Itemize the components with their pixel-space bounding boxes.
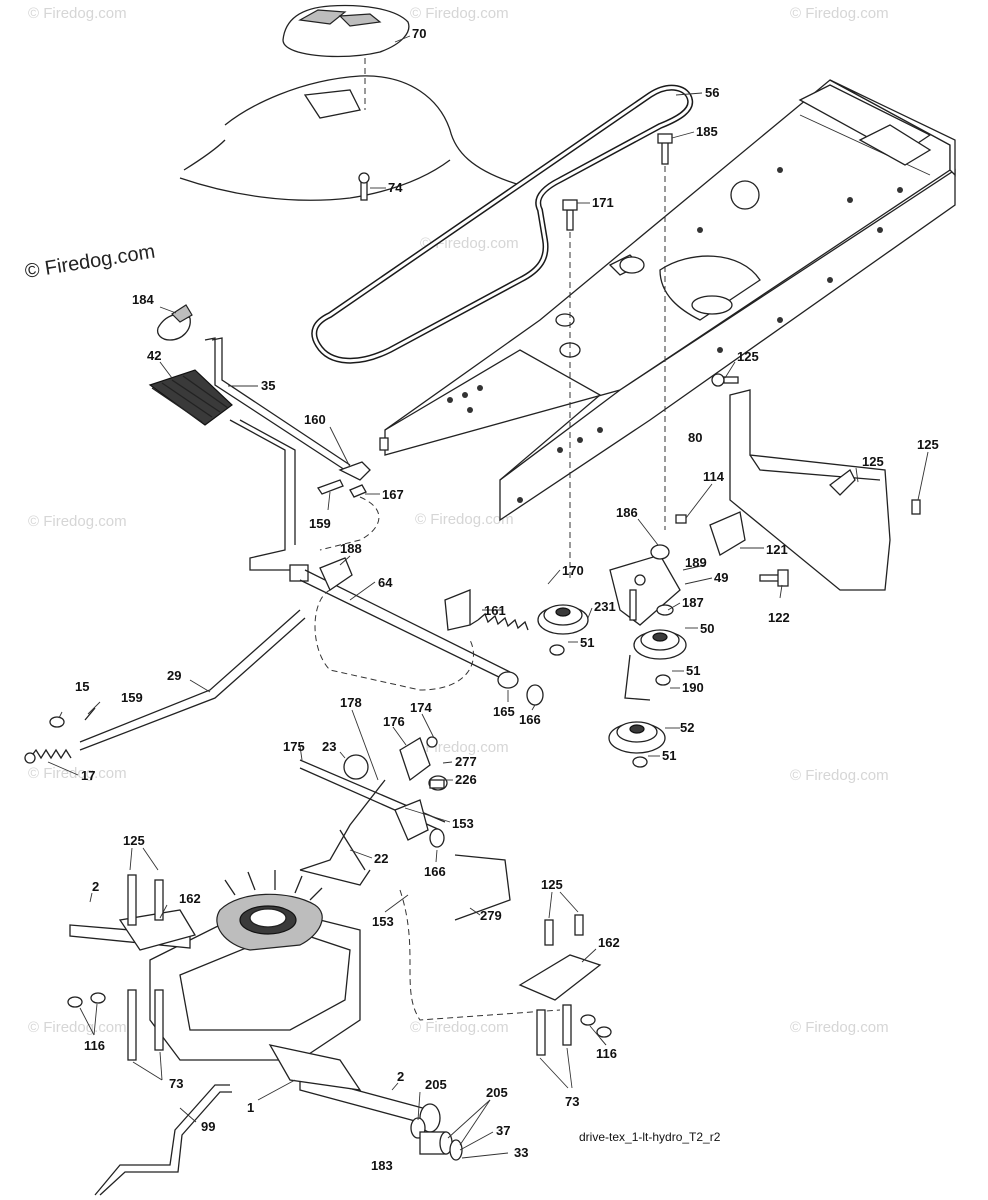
drawing-code: drive-tex_1-lt-hydro_T2_r2 xyxy=(579,1130,721,1144)
callout-51: 51 xyxy=(686,663,700,678)
callout-174: 174 xyxy=(410,700,432,715)
watermark-tile: © Firedog.com xyxy=(790,5,889,22)
callout-125: 125 xyxy=(123,833,145,848)
watermark-main: © Firedog.com xyxy=(23,241,156,283)
callout-50: 50 xyxy=(700,621,714,636)
callout-184: 184 xyxy=(132,292,154,307)
callout-74: 74 xyxy=(388,180,403,195)
hydro-bracket-80 xyxy=(675,373,921,591)
callout-2: 2 xyxy=(397,1069,404,1084)
callout-162: 162 xyxy=(598,935,620,950)
callout-166: 166 xyxy=(519,712,541,727)
callout-17: 17 xyxy=(81,768,95,783)
callout-190: 190 xyxy=(682,680,704,695)
frame-chassis xyxy=(379,79,956,522)
callout-231: 231 xyxy=(594,599,616,614)
callout-51: 51 xyxy=(662,748,676,763)
callout-189: 189 xyxy=(685,555,707,570)
leader-lines xyxy=(47,35,929,1159)
callout-33: 33 xyxy=(514,1145,528,1160)
callout-178: 178 xyxy=(340,695,362,710)
bolts-top xyxy=(562,133,673,580)
callout-277: 277 xyxy=(455,754,477,769)
mount-bracket-right xyxy=(518,914,612,1056)
callout-22: 22 xyxy=(374,851,388,866)
callout-1: 1 xyxy=(247,1100,254,1115)
callout-42: 42 xyxy=(147,348,161,363)
callout-160: 160 xyxy=(304,412,326,427)
callout-37: 37 xyxy=(496,1123,510,1138)
callout-165: 165 xyxy=(493,704,515,719)
watermark-tile: © Firedog.com xyxy=(790,1019,889,1036)
spring-161 xyxy=(469,612,529,631)
idler-pulleys xyxy=(537,544,687,768)
callout-279: 279 xyxy=(480,908,502,923)
callout-125: 125 xyxy=(541,877,563,892)
shift-rod-assembly xyxy=(24,609,306,764)
fender-assembly xyxy=(179,4,521,201)
callout-15: 15 xyxy=(75,679,89,694)
rod-99 xyxy=(94,1084,232,1196)
callout-125: 125 xyxy=(737,349,759,364)
callout-175: 175 xyxy=(283,739,305,754)
callout-116: 116 xyxy=(84,1038,105,1053)
callout-29: 29 xyxy=(167,668,181,683)
callout-188: 188 xyxy=(340,541,362,556)
drive-belt xyxy=(311,84,694,364)
watermark-tile: © Firedog.com xyxy=(790,767,889,784)
callout-185: 185 xyxy=(696,124,718,139)
watermark-tile: © Firedog.com xyxy=(28,5,127,22)
callout-73: 73 xyxy=(565,1094,579,1109)
callout-99: 99 xyxy=(201,1119,215,1134)
callout-205: 205 xyxy=(486,1085,508,1100)
callout-125: 125 xyxy=(917,437,939,452)
callout-122: 122 xyxy=(768,610,790,625)
callout-116: 116 xyxy=(596,1046,617,1061)
callout-49: 49 xyxy=(714,570,728,585)
callout-2: 2 xyxy=(92,879,99,894)
control-assembly xyxy=(299,736,561,1021)
watermark-tile: © Firedog.com xyxy=(410,1019,509,1036)
mount-bracket-left xyxy=(67,874,196,1061)
callout-labels: 70 56 185 74 171 184 42 35 125 80 125 12… xyxy=(75,26,939,1173)
callout-205: 205 xyxy=(425,1077,447,1092)
callout-114: 114 xyxy=(703,469,725,484)
watermark-tile: © Firedog.com xyxy=(28,513,127,530)
callout-153: 153 xyxy=(452,816,474,831)
callout-186: 186 xyxy=(616,505,638,520)
watermark-tile: © Firedog.com xyxy=(28,1019,127,1036)
callout-70: 70 xyxy=(412,26,426,41)
callout-170: 170 xyxy=(562,563,584,578)
cross-shaft-assembly xyxy=(299,557,544,706)
watermark-tile: © Firedog.com xyxy=(410,5,509,22)
callout-176: 176 xyxy=(383,714,405,729)
callout-171: 171 xyxy=(592,195,614,210)
linkage-small-parts xyxy=(317,461,380,551)
callout-167: 167 xyxy=(382,487,404,502)
callout-51: 51 xyxy=(580,635,594,650)
callout-226: 226 xyxy=(455,772,477,787)
callout-64: 64 xyxy=(378,575,393,590)
callout-187: 187 xyxy=(682,595,704,610)
watermark-tile: © Firedog.com xyxy=(415,511,514,528)
brake-pedal-assembly xyxy=(148,304,351,582)
callout-80: 80 xyxy=(688,430,702,445)
callout-166: 166 xyxy=(424,864,446,879)
callout-159: 159 xyxy=(121,690,143,705)
watermark-tile: © Firedog.com xyxy=(28,765,127,782)
callout-121: 121 xyxy=(766,542,788,557)
transaxle xyxy=(69,870,441,1133)
callout-52: 52 xyxy=(680,720,694,735)
callout-125: 125 xyxy=(862,454,884,469)
callout-159: 159 xyxy=(309,516,331,531)
callout-35: 35 xyxy=(261,378,275,393)
callout-73: 73 xyxy=(169,1076,183,1091)
callout-153: 153 xyxy=(372,914,394,929)
callout-162: 162 xyxy=(179,891,201,906)
callout-23: 23 xyxy=(322,739,336,754)
callout-161: 161 xyxy=(484,603,506,618)
callout-183: 183 xyxy=(371,1158,393,1173)
callout-56: 56 xyxy=(705,85,719,100)
